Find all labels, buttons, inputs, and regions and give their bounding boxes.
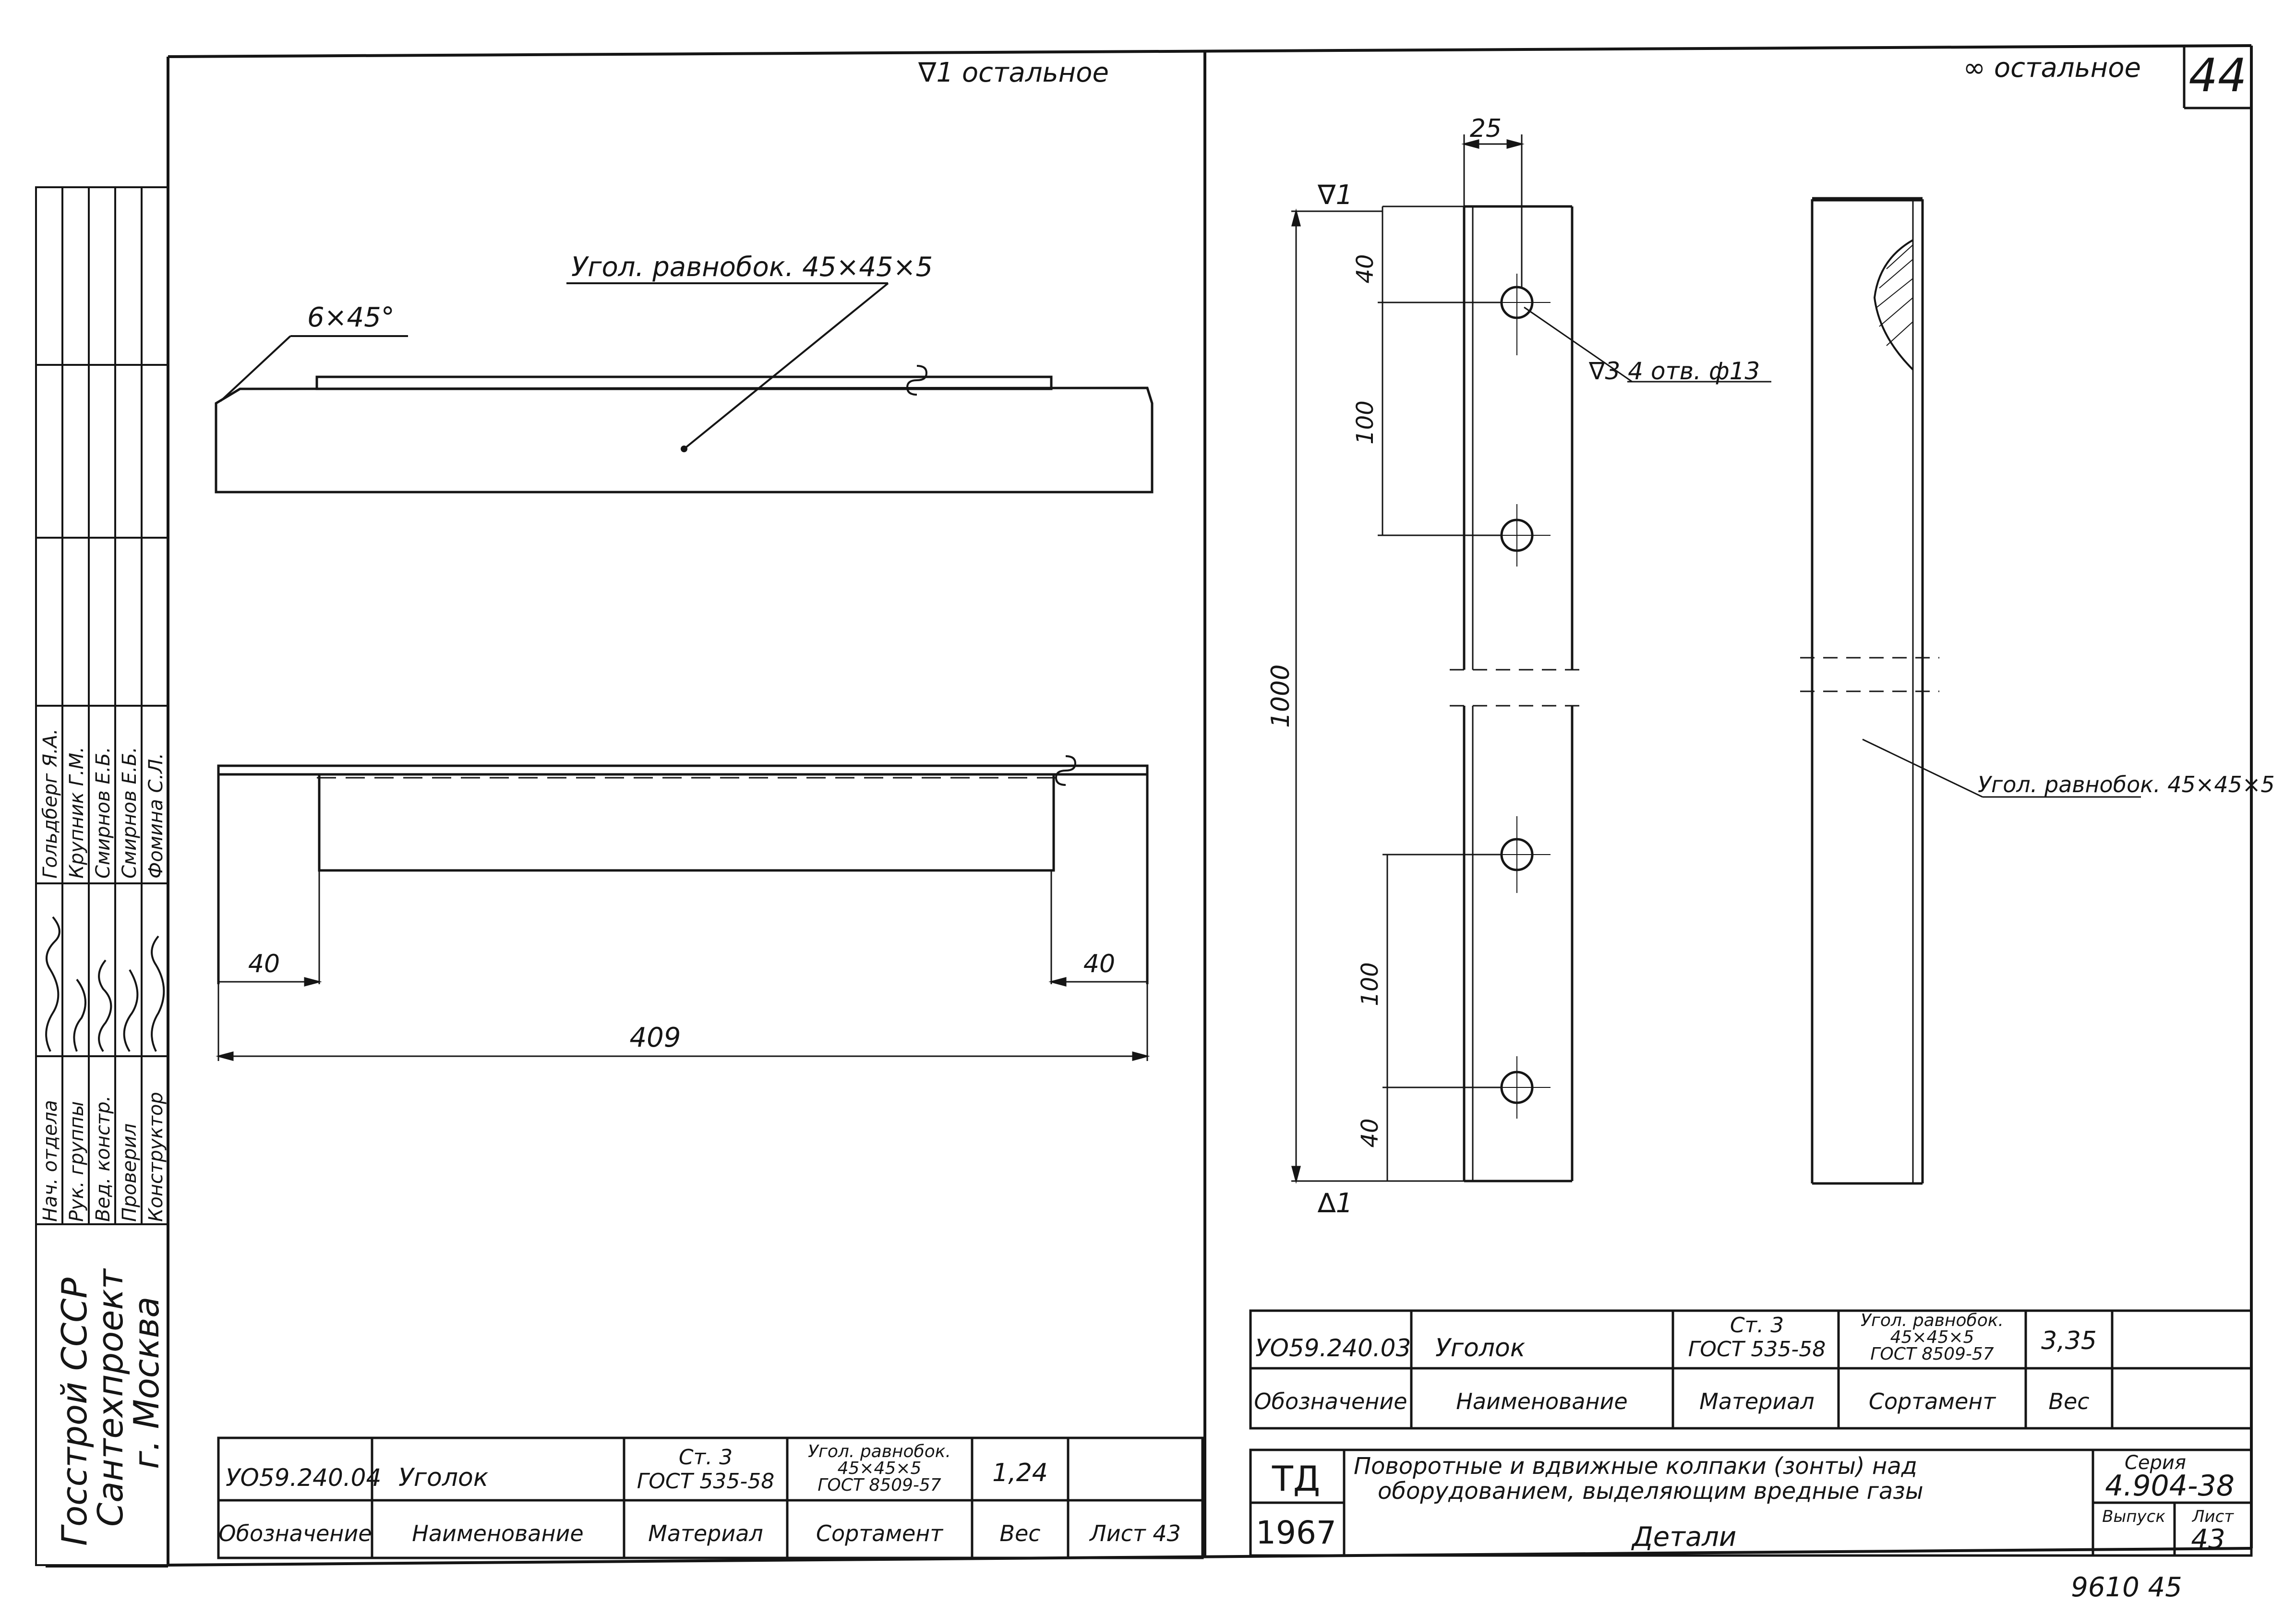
year: 1967: [1256, 1514, 1336, 1551]
dim-25: 25: [1470, 114, 1502, 143]
title-line-2: оборудованием, выделяющим вредные газы: [1378, 1478, 1923, 1505]
left-stamp: Нач. отдела Рук. группы Вед. констр. Про…: [35, 186, 169, 1566]
td-mark: ТД: [1272, 1459, 1320, 1499]
dim-100-top: 100: [1352, 400, 1379, 445]
series-label: Серия: [2125, 1452, 2186, 1474]
roughness-mark-side: [1055, 755, 1077, 786]
role-4: Проверил: [119, 1123, 141, 1222]
holes: [1500, 286, 1534, 1104]
side-leader: [1862, 738, 2141, 798]
name-2: Крупник Г.М.: [66, 747, 88, 879]
surface-mark-left: ∇1 остальное: [918, 57, 1109, 88]
break-lines: [1450, 657, 1939, 707]
subtitle: Детали: [1631, 1521, 1736, 1553]
left-material-1: Ст. 3: [679, 1445, 733, 1470]
left-assortment-1: Угол. равнобок.: [808, 1442, 951, 1461]
chamfer-leader: [220, 335, 408, 402]
surface-bottom: ∆1: [1317, 1188, 1353, 1219]
role-3: Вед. констр.: [92, 1096, 114, 1222]
dim-40-left: 40: [248, 950, 280, 978]
holes-leader: [1524, 306, 1633, 383]
left-header-weight: Вес: [999, 1520, 1040, 1546]
holes-callout: ∇3 4 отв. ф13: [1588, 357, 1760, 385]
hatch-weld: [1876, 244, 1913, 346]
title-line-1: Поворотные и вдвижные колпаки (зонты) на…: [1354, 1453, 1917, 1480]
chamfer-label: 6×45°: [307, 302, 395, 333]
right-part-name: Уголок: [1435, 1334, 1526, 1363]
right-header-name: Наименование: [1456, 1388, 1627, 1414]
dimension-lines-right: [1291, 134, 1525, 1184]
name-3: Смирнов Е.Б.: [92, 747, 114, 879]
right-header-assortment: Сортамент: [1869, 1388, 1996, 1414]
sheet-value: 43: [2191, 1524, 2225, 1555]
right-header-material: Материал: [1699, 1388, 1815, 1414]
angle-front-view: [215, 375, 1154, 494]
left-header-assortment: Сортамент: [816, 1520, 944, 1546]
signatures: [45, 916, 165, 1052]
right-header-designation: Обозначение: [1254, 1388, 1407, 1414]
right-spec-table: [1249, 1309, 2253, 1430]
right-material-1: Ст. 3: [1730, 1313, 1784, 1338]
dim-100-bottom: 100: [1357, 962, 1383, 1006]
roughness-mark-top: [906, 365, 928, 396]
org-line-1: Госстрой СССР: [54, 1277, 95, 1546]
dim-40-bottom: 40: [1357, 1118, 1383, 1147]
series-value: 4.904-38: [2105, 1469, 2235, 1503]
right-assortment-2: 45×45×5: [1890, 1327, 1974, 1347]
issue-label: Выпуск: [2102, 1507, 2165, 1526]
left-material-2: ГОСТ 535-58: [637, 1469, 775, 1494]
sheet-label: Лист: [2191, 1507, 2234, 1526]
right-material-2: ГОСТ 535-58: [1688, 1337, 1826, 1362]
side-callout: Угол. равнобок. 45×45×5: [1978, 772, 2275, 797]
role-5: Конструктор: [145, 1092, 167, 1222]
left-header-name: Наименование: [412, 1520, 583, 1546]
right-assortment-1: Угол. равнобок.: [1861, 1311, 2004, 1330]
role-1: Нач. отдела: [39, 1100, 61, 1222]
title-block: [1249, 1448, 2253, 1557]
right-assortment-3: ГОСТ 8509-57: [1870, 1344, 1994, 1364]
dim-409: 409: [630, 1022, 681, 1053]
left-assortment-3: ГОСТ 8509-57: [817, 1475, 941, 1495]
left-header-material: Материал: [648, 1520, 763, 1546]
surface-top: ∇1: [1317, 180, 1353, 211]
right-designation: УО59.240.03: [1255, 1334, 1411, 1362]
right-header-weight: Вес: [2048, 1388, 2089, 1414]
material-callout: Угол. равнобок. 45×45×5: [571, 252, 933, 283]
hole-centerlines: [1483, 274, 1551, 1119]
org-line-2: Сантехпроект: [90, 1268, 131, 1527]
sheet-number-box: 44: [2183, 46, 2251, 109]
strip-front-view: [1463, 205, 1574, 1182]
dim-1000: 1000: [1266, 664, 1295, 728]
right-weight: 3,35: [2041, 1327, 2097, 1355]
dimension-lines-left: [216, 870, 1150, 1061]
left-part-name: Уголок: [398, 1463, 489, 1492]
name-5: Фомина С.Л.: [145, 753, 167, 879]
sheet-number: 44: [2189, 49, 2247, 102]
name-1: Гольдберг Я.А.: [39, 728, 61, 879]
left-sheet-label: Лист 43: [1089, 1520, 1181, 1546]
angle-plan-view: [217, 764, 1149, 984]
dim-40-right: 40: [1083, 950, 1115, 978]
left-designation: УО59.240.04: [226, 1464, 381, 1492]
name-4: Смирнов Е.Б.: [119, 747, 141, 879]
material-leader: [566, 282, 889, 452]
surface-mark-right: ∞ остальное: [1963, 52, 2141, 84]
left-weight: 1,24: [992, 1459, 1048, 1487]
left-assortment-2: 45×45×5: [838, 1459, 922, 1478]
strip-side-view: [1811, 197, 1924, 1185]
left-spec-table: [217, 1436, 1204, 1559]
org-line-3: г. Москва: [126, 1297, 167, 1469]
role-2: Рук. группы: [66, 1101, 88, 1222]
dim-40-top: 40: [1352, 254, 1379, 283]
footer-code: 9610 45: [2071, 1572, 2182, 1603]
left-header-designation: Обозначение: [218, 1520, 372, 1546]
